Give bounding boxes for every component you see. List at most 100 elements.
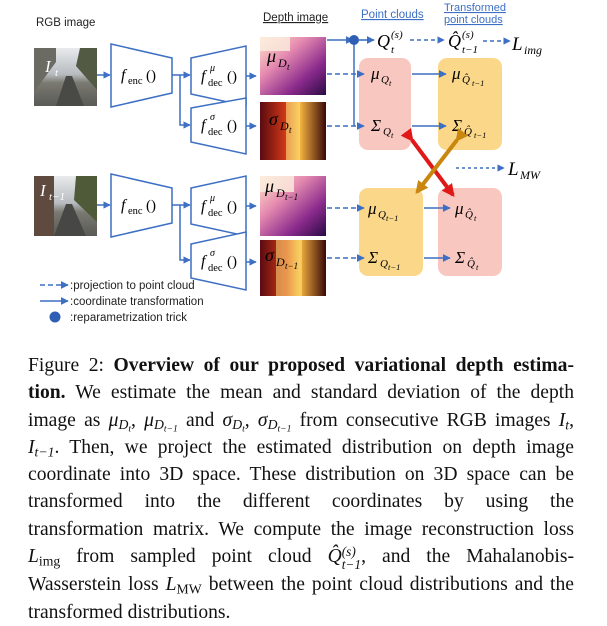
math-t: t	[242, 423, 245, 435]
svg-text:μ: μ	[209, 193, 215, 204]
loss-mw-label: L MW	[507, 159, 541, 182]
decoder-sigma-previous	[190, 231, 247, 291]
svg-text:dec: dec	[208, 127, 223, 138]
math-qhat-scripts: (s)t−1	[341, 543, 361, 572]
svg-text:Q: Q	[380, 258, 388, 270]
svg-text:σ: σ	[265, 245, 275, 265]
legend-reparam: :reparametrization trick	[70, 312, 187, 324]
svg-text:(): ()	[146, 198, 156, 214]
math-s: (s)	[341, 543, 356, 559]
svg-text:dec: dec	[208, 78, 223, 89]
mu-qhat-t-label: μ Q̂ t	[454, 199, 477, 223]
svg-text:t−1: t−1	[285, 261, 298, 271]
svg-text:μ: μ	[451, 64, 461, 83]
encoder-label-previous: f enc ()	[121, 197, 156, 217]
math-d: D	[118, 417, 129, 433]
mu-q-t1-label: μ Q t−1	[367, 199, 398, 223]
caption-text-1: We estimate the mean and standard deviat…	[28, 382, 575, 431]
svg-text:MW: MW	[519, 168, 541, 182]
yellow-box-t1	[359, 188, 423, 276]
svg-text:t: t	[389, 78, 392, 88]
svg-text:D: D	[279, 119, 289, 133]
header-rgb-image: RGB image	[36, 17, 95, 29]
decoder-sigma-label-current: f σ dec ()	[201, 112, 237, 138]
svg-text:t−1: t−1	[474, 130, 486, 140]
svg-text:t: t	[391, 130, 394, 140]
depth-sigma-current-label: σ D t	[269, 109, 292, 135]
math-d: D	[232, 417, 243, 433]
svg-text:t: t	[287, 62, 290, 72]
svg-text:μ: μ	[367, 199, 377, 218]
math-d: D	[267, 417, 278, 433]
svg-text:f: f	[201, 253, 208, 270]
math-l: L	[165, 574, 177, 596]
caption-title: Overview of our proposed variational dep…	[28, 355, 575, 404]
header-transformed-line1: Transformed	[444, 2, 506, 14]
svg-text:(): ()	[227, 69, 237, 85]
svg-text:Σ: Σ	[367, 248, 378, 267]
svg-text:Q: Q	[377, 31, 390, 51]
legend: :projection to point cloud :coordinate t…	[40, 280, 204, 324]
caption-text-2: and	[186, 409, 215, 431]
svg-text:t−1: t−1	[462, 44, 478, 56]
svg-text:μ: μ	[209, 63, 215, 74]
math-sigma: σ	[222, 409, 233, 431]
decoder-sigma-current	[190, 97, 247, 155]
svg-text:Q: Q	[381, 74, 389, 86]
math-t: t	[565, 417, 570, 433]
svg-text:dec: dec	[208, 263, 223, 274]
svg-text:Q: Q	[378, 209, 386, 221]
yellow-box-t	[438, 58, 502, 150]
encoder-label-current: f enc ()	[121, 67, 156, 87]
pink-box-t1	[438, 188, 502, 276]
svg-text:(): ()	[227, 199, 237, 215]
svg-text:t: t	[476, 262, 479, 272]
svg-text:Σ: Σ	[454, 248, 465, 267]
svg-text:enc: enc	[128, 206, 143, 217]
svg-text:(s): (s)	[391, 29, 403, 41]
svg-text:t−1: t−1	[386, 213, 398, 223]
figure-caption: Figure 2: Overview of our proposed varia…	[28, 355, 575, 623]
depth-sigma-current	[260, 102, 326, 160]
svg-text:t: t	[289, 125, 292, 135]
sample-q-label: Q (s) t	[377, 29, 403, 56]
svg-text:D: D	[275, 186, 285, 200]
loss-img-label: L img	[511, 34, 542, 57]
math-mu: μ	[144, 409, 154, 431]
decoder-sigma-label-previous: f σ dec ()	[201, 248, 237, 274]
decoder-mu-label-previous: f μ dec ()	[201, 193, 237, 219]
math-l: L	[28, 546, 39, 568]
rgb-image-current	[34, 48, 97, 106]
mu-qhat-t1-label: μ Q̂ t−1	[451, 64, 484, 88]
svg-text:(s): (s)	[462, 29, 474, 41]
depth-sigma-previous	[260, 240, 326, 296]
math-img: img	[38, 553, 61, 569]
decoder-mu-previous	[190, 175, 247, 237]
svg-text:σ: σ	[210, 112, 216, 123]
header-depth-image: Depth image	[263, 12, 328, 24]
svg-text:img: img	[524, 43, 542, 57]
depth-mu-current	[260, 37, 326, 95]
sample-qhat-label: Q̂ (s) t−1	[448, 29, 478, 56]
math-t-minus-1: t−1	[163, 423, 178, 435]
input-label-previous-sub: t−1	[49, 191, 65, 203]
sigma-qhat-t-label: Σ Q̂ t	[454, 248, 479, 272]
svg-text:t: t	[474, 213, 477, 223]
math-t-minus-1: t−1	[34, 444, 55, 460]
legend-projection: :projection to point cloud	[70, 280, 195, 292]
legend-transformation: :coordinate transformation	[70, 296, 204, 308]
svg-text:(): ()	[227, 254, 237, 270]
depth-mu-previous-label: μ D t−1	[264, 176, 298, 202]
caption-text-3: from consecutive RGB images	[299, 409, 551, 431]
svg-text:f: f	[121, 197, 128, 214]
math-qhat: Q̂	[327, 546, 342, 568]
svg-text:D: D	[277, 56, 287, 70]
svg-text:f: f	[201, 198, 208, 215]
svg-text:Q̂: Q̂	[462, 73, 470, 86]
mw-gold-arrow	[415, 127, 469, 195]
caption-lead: Figure 2:	[28, 355, 104, 376]
svg-text:t−1: t−1	[472, 78, 484, 88]
svg-text:Q̂: Q̂	[464, 125, 472, 138]
header-point-clouds: Point clouds	[361, 9, 424, 21]
svg-text:L: L	[507, 159, 519, 180]
